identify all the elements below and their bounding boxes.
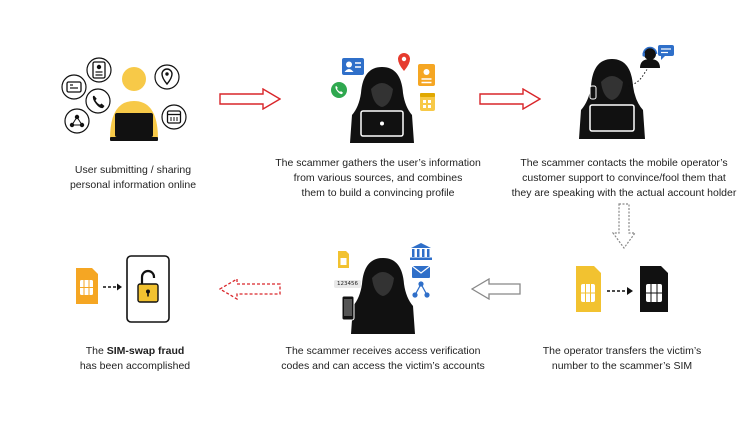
location-pin-icon — [398, 53, 410, 71]
sim-transfer-figure — [570, 262, 675, 316]
caption-line: The scammer gathers the user’s informati… — [275, 157, 481, 169]
scammer-codes-figure — [333, 240, 443, 336]
scammer-call-figure — [570, 42, 680, 142]
headset-agent-icon — [640, 46, 660, 68]
sim-card-icon — [576, 266, 601, 312]
arrow-step5-to-step6 — [219, 278, 281, 300]
scammer-gather-figure — [325, 45, 440, 145]
sim-card-icon — [640, 266, 668, 312]
caption-line: The operator transfers the victim’s — [542, 345, 702, 357]
id-card-icon — [61, 74, 87, 100]
sim-card-icon — [76, 268, 98, 304]
network-icon — [64, 108, 90, 134]
caption-line: they are speaking with the actual accoun… — [511, 187, 737, 199]
caption-prefix: The — [85, 345, 107, 357]
laptop-icon — [360, 110, 404, 137]
caption-line: User submitting / sharing — [74, 164, 192, 176]
hacker-icon — [351, 258, 415, 334]
user-figure — [58, 55, 188, 145]
smartphone-icon — [341, 295, 355, 321]
contact-card-icon — [86, 57, 112, 83]
caption-line: number to the scammer’s SIM — [551, 360, 693, 372]
arrow-step3-to-step4 — [612, 203, 636, 249]
caption-line: personal information online — [69, 179, 197, 191]
calendar-icon — [420, 93, 435, 111]
fraud-complete-figure — [72, 254, 174, 324]
caption-line: The scammer contacts the mobile operator… — [520, 157, 728, 169]
step4-caption: The operator transfers the victim’s numb… — [522, 344, 722, 374]
caption-line: them to build a convincing profile — [301, 187, 455, 199]
arrow-step2-to-step3 — [479, 88, 541, 110]
step1-caption: User submitting / sharing personal infor… — [48, 163, 218, 193]
caption-line: from various sources, and combines — [293, 172, 463, 184]
sim-card-icon — [338, 251, 349, 268]
arrow-step1-to-step2 — [219, 88, 281, 110]
step2-caption: The scammer gathers the user’s informati… — [262, 156, 494, 201]
arrow-step4-to-step5 — [471, 278, 521, 300]
caption-line: has been accomplished — [79, 360, 191, 372]
chat-bubble-icon — [658, 45, 674, 60]
phone-icon — [85, 88, 111, 114]
step3-caption: The scammer contacts the mobile operator… — [498, 156, 750, 201]
calendar-icon — [161, 104, 187, 130]
phone-icon — [331, 82, 347, 98]
caption-line: The SIM-swap fraud — [50, 344, 220, 359]
padlock-open-icon — [137, 269, 159, 303]
share-icon — [412, 281, 430, 298]
step5-caption: The scammer receives access verification… — [265, 344, 501, 374]
laptop-icon — [110, 113, 158, 141]
step6-caption: The SIM-swap fraud has been accomplished — [50, 344, 220, 374]
caption-line: The scammer receives access verification — [285, 345, 481, 357]
caption-bold-term: SIM-swap fraud — [106, 345, 185, 357]
location-pin-icon — [154, 64, 180, 90]
contact-card-icon — [342, 58, 364, 75]
caption-line: customer support to convince/fool them t… — [522, 172, 726, 184]
id-card-icon — [418, 64, 435, 86]
caption-line: codes and can access the victim’s accoun… — [281, 360, 485, 372]
mail-icon — [411, 265, 431, 278]
verification-code-badge: 123456 — [334, 280, 361, 288]
laptop-icon — [589, 104, 635, 132]
bank-icon — [410, 243, 432, 260]
